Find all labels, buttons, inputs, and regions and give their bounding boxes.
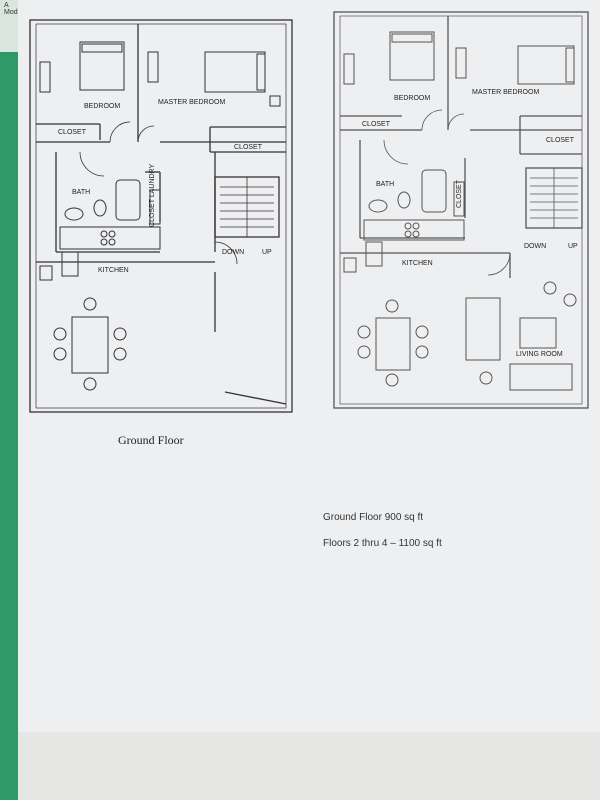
- toilet-icon: [93, 199, 107, 217]
- sink-icon: [64, 207, 84, 221]
- dining-table: [53, 297, 127, 391]
- upper-floor-plan: BEDROOM MASTER BEDROOM CLOSET CLOSET BAT…: [333, 11, 589, 409]
- outer-wall: [29, 19, 293, 413]
- label-bedroom: BEDROOM: [394, 95, 430, 102]
- ground-floor-area-note: Ground Floor 900 sq ft: [323, 512, 424, 523]
- underlying-sheet: [18, 732, 600, 800]
- sink-icon: [368, 199, 388, 213]
- toilet-icon: [397, 191, 411, 209]
- dining-table: [357, 299, 429, 387]
- label-closet-left: CLOSET: [58, 129, 87, 136]
- label-down: DOWN: [222, 249, 244, 256]
- label-closet-right: CLOSET: [234, 144, 263, 151]
- folder-label-text: A Moder...: [4, 2, 30, 16]
- outer-wall: [333, 11, 589, 409]
- label-closet-laundry: CLOSET LAUNDRY: [149, 164, 156, 227]
- label-bath: BATH: [72, 189, 90, 196]
- bathtub-icon: [421, 169, 447, 213]
- label-up: UP: [262, 249, 272, 256]
- floor-plan-sheet: [18, 0, 600, 732]
- bathtub-icon: [115, 179, 141, 221]
- bed-icon: [389, 31, 435, 81]
- label-living-room: LIVING ROOM: [516, 351, 563, 358]
- label-down: DOWN: [524, 243, 546, 250]
- label-master-bedroom: MASTER BEDROOM: [472, 89, 539, 96]
- ground-floor-caption: Ground Floor: [118, 433, 184, 447]
- label-up: UP: [568, 243, 578, 250]
- label-bedroom: BEDROOM: [84, 103, 120, 110]
- label-kitchen: KITCHEN: [98, 267, 129, 274]
- label-kitchen: KITCHEN: [402, 260, 433, 267]
- living-room-furniture: [465, 281, 577, 391]
- kitchen-counter: [363, 219, 465, 241]
- label-closet-right: CLOSET: [546, 137, 575, 144]
- upper-floors-area-note: Floors 2 thru 4 – 1100 sq ft: [323, 538, 442, 549]
- kitchen-counter: [59, 226, 161, 250]
- label-closet-left: CLOSET: [362, 121, 391, 128]
- label-master-bedroom: MASTER BEDROOM: [158, 99, 225, 106]
- ground-floor-plan: BEDROOM MASTER BEDROOM CLOSET CLOSET BAT…: [29, 19, 293, 413]
- label-closet-small: CLOSET: [456, 179, 463, 208]
- bed-icon: [79, 41, 125, 91]
- master-bed-icon: [204, 51, 266, 93]
- label-bath: BATH: [376, 181, 394, 188]
